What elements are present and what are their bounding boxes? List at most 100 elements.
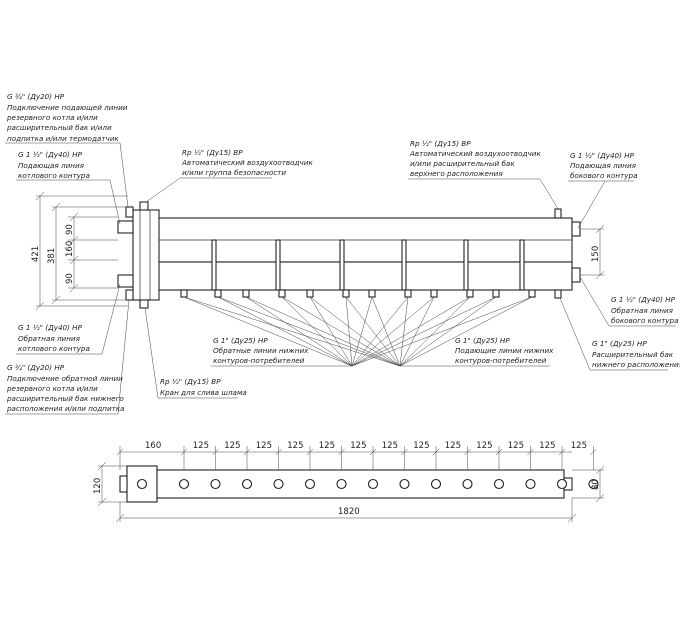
svg-text:и/или группа безопасности: и/или группа безопасности: [182, 168, 286, 177]
return-leader-line: [281, 296, 353, 367]
svg-text:G 1 ½" (Ду40) НР: G 1 ½" (Ду40) НР: [611, 295, 676, 304]
dimension-tick: [338, 448, 345, 456]
svg-text:расширительный бак и/или: расширительный бак и/или: [6, 123, 112, 132]
svg-text:G 1" (Ду25) НР: G 1" (Ду25) НР: [213, 336, 268, 345]
svg-text:Подключение подающей линии: Подключение подающей линии: [7, 103, 128, 112]
svg-text:котлового контура: котлового контура: [18, 344, 90, 353]
label-boiler-supply: G 1 ½" (Ду40) НР Подающая линия котловог…: [16, 150, 121, 225]
label-air-vent-safety: Rp ½" (Ду15) ВР Автоматический воздухоот…: [145, 148, 313, 203]
dim-spacing-125: 125: [350, 441, 366, 451]
top-view-port: [210, 478, 221, 490]
consumer-outlet: [242, 289, 250, 298]
svg-text:Обратная линия: Обратная линия: [18, 334, 81, 343]
bottom-expansion-port: [554, 289, 562, 299]
dim-90-top: 90: [65, 224, 75, 235]
label-return-lower: G 1" (Ду25) НР Обратные линии нижних кон…: [211, 336, 352, 367]
svg-text:Расширительный бак: Расширительный бак: [592, 350, 674, 359]
consumer-outlet: [278, 289, 286, 298]
svg-text:G 1" (Ду25) НР: G 1" (Ду25) НР: [455, 336, 510, 345]
consumer-leader-lines: [183, 296, 533, 367]
svg-text:Подающие линии нижних: Подающие линии нижних: [455, 346, 554, 355]
return-leader-line: [351, 296, 435, 367]
consumer-outlet: [528, 289, 536, 298]
svg-text:Подающая линия: Подающая линия: [570, 161, 637, 170]
dim-spacing-125: 125: [476, 441, 492, 451]
svg-text:Кран для слива шлама: Кран для слива шлама: [160, 388, 247, 397]
tube-connector-post: [519, 239, 525, 291]
svg-text:G 1 ½" (Ду40) НР: G 1 ½" (Ду40) НР: [570, 151, 635, 160]
dimension-tick: [495, 448, 503, 456]
label-supply-lower: G 1" (Ду25) НР Подающие линии нижних кон…: [400, 336, 554, 367]
consumer-outlet: [430, 289, 438, 298]
top-view-separator-port: [136, 478, 148, 490]
dim-90-bottom: 90: [65, 273, 75, 284]
supply-leader-line: [399, 296, 435, 367]
tube-connectors: [211, 239, 525, 291]
supply-leader-line: [309, 296, 401, 367]
dim-80: 80: [591, 479, 601, 490]
reserve-return-port: [125, 289, 134, 301]
svg-text:Rp ½" (Ду15) ВР: Rp ½" (Ду15) ВР: [410, 139, 471, 148]
dimension-tick: [432, 448, 440, 456]
dim-spacing-125: 125: [287, 441, 303, 451]
svg-text:котлового контура: котлового контура: [18, 171, 90, 180]
dimension-tick: [527, 448, 534, 456]
top-view-port: [525, 478, 536, 490]
tube-connector-post: [339, 239, 345, 291]
svg-text:подпитка и/или термодатчик: подпитка и/или термодатчик: [7, 134, 119, 143]
svg-text:бокового контура: бокового контура: [611, 316, 679, 325]
supply-leader-line: [399, 296, 409, 367]
tube-connector-post: [463, 239, 469, 291]
svg-text:Rp ½" (Ду15) ВР: Rp ½" (Ду15) ВР: [160, 377, 221, 386]
svg-text:Обратные линии нижних: Обратные линии нижних: [213, 346, 309, 355]
svg-text:контуров-потребителей: контуров-потребителей: [213, 356, 305, 365]
svg-text:бокового контура: бокового контура: [570, 171, 638, 180]
svg-text:расположения и/или подпитка: расположения и/или подпитка: [6, 404, 125, 413]
front-view: [117, 201, 581, 309]
svg-text:Rp ½" (Ду15) ВР: Rp ½" (Ду15) ВР: [182, 148, 243, 157]
boiler-return-nozzle: [117, 274, 134, 288]
label-reserve-return: G ¾" (Ду20) НР Подключение обратной лини…: [5, 299, 130, 415]
svg-text:Подключение обратной линии: Подключение обратной линии: [7, 374, 123, 383]
svg-text:G 1" (Ду25) НР: G 1" (Ду25) НР: [592, 339, 647, 348]
top-view-port: [336, 478, 347, 490]
return-leader-line: [245, 296, 353, 367]
svg-text:Автоматический воздухоотводчик: Автоматический воздухоотводчик: [409, 149, 541, 158]
dimension-tick: [212, 448, 219, 456]
separator-drain-port: [139, 299, 149, 309]
top-view-ports: [178, 478, 599, 490]
svg-text:Обратная линия: Обратная линия: [611, 306, 674, 315]
dim-spacing-125: 125: [539, 441, 555, 451]
top-view-port: [430, 478, 442, 490]
top-view-port: [556, 478, 568, 490]
dim-spacing-125: 125: [319, 441, 335, 451]
front-right-dimension: 150: [580, 224, 605, 280]
dim-381: 381: [47, 248, 57, 264]
dim-spacing-125: 125: [508, 441, 524, 451]
top-view-port: [588, 478, 599, 490]
svg-text:G 1 ½" (Ду40) НР: G 1 ½" (Ду40) НР: [18, 323, 83, 332]
return-leader-line: [351, 296, 373, 367]
return-leader-line: [351, 296, 533, 367]
label-air-vent-top: Rp ½" (Ду15) ВР Автоматический воздухоот…: [408, 139, 559, 210]
reserve-supply-port: [125, 206, 134, 218]
consumer-outlet: [180, 289, 188, 298]
supply-leader-line: [371, 296, 401, 367]
svg-text:верхнего расположения: верхнего расположения: [410, 169, 503, 178]
label-boiler-return: G 1 ½" (Ду40) НР Обратная линия котловог…: [16, 283, 121, 355]
dim-spacing-125: 125: [571, 441, 587, 451]
dim-spacing-125: 125: [224, 441, 240, 451]
consumer-outlet: [214, 289, 222, 298]
dimension-tick: [275, 448, 282, 456]
svg-text:резервного котла и/или: резервного котла и/или: [6, 113, 98, 122]
dim-421: 421: [31, 246, 41, 262]
dim-spacing-125: 125: [193, 441, 209, 451]
return-leader-line: [217, 296, 353, 367]
label-side-supply: G 1 ½" (Ду40) НР Подающая линия бокового…: [568, 151, 638, 229]
label-reserve-supply: G ¾" (Ду20) НР Подключение подающей лини…: [5, 92, 129, 208]
svg-text:G 1 ½" (Ду40) НР: G 1 ½" (Ду40) НР: [18, 150, 83, 159]
label-expansion-lower: G 1" (Ду25) НР Расширительный бак нижнег…: [559, 297, 680, 371]
top-view-port: [273, 478, 284, 490]
